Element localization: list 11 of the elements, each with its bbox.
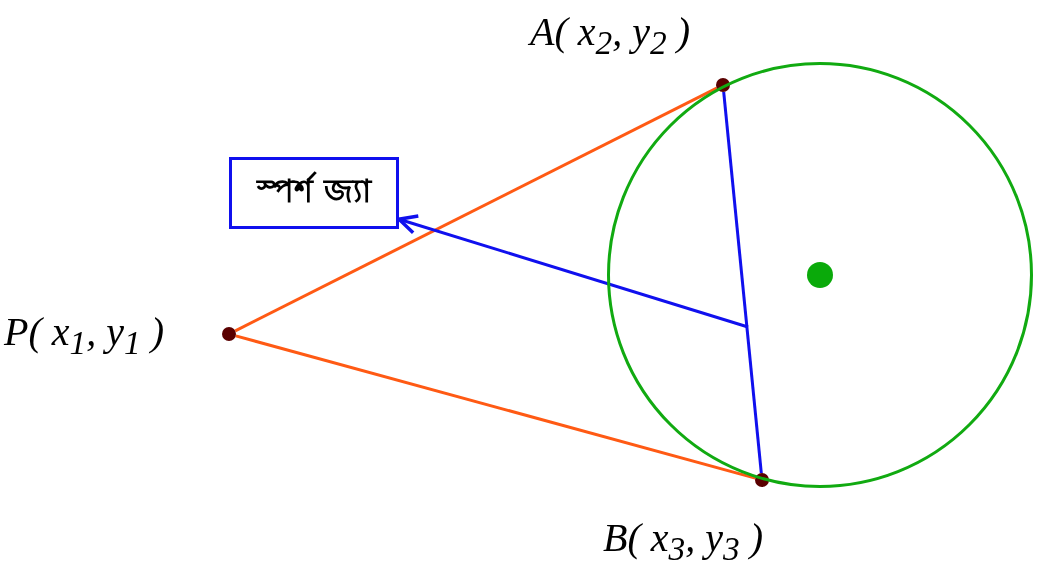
line-segment (234, 86, 718, 333)
center-point (807, 262, 833, 288)
point-label: P( x$_{1}$, y$_{1}$ ) (4, 312, 164, 360)
point-label: B( x$_{3}$, y$_{3}$ ) (603, 518, 763, 566)
label-box: স্পর্শ জ্যা (229, 157, 399, 229)
arrow (397, 214, 749, 329)
point (222, 327, 236, 341)
point-label: A( x$_{2}$, y$_{2}$ ) (530, 12, 690, 60)
line-segment (235, 334, 756, 480)
line-segment (722, 91, 763, 474)
circle (607, 62, 1033, 488)
